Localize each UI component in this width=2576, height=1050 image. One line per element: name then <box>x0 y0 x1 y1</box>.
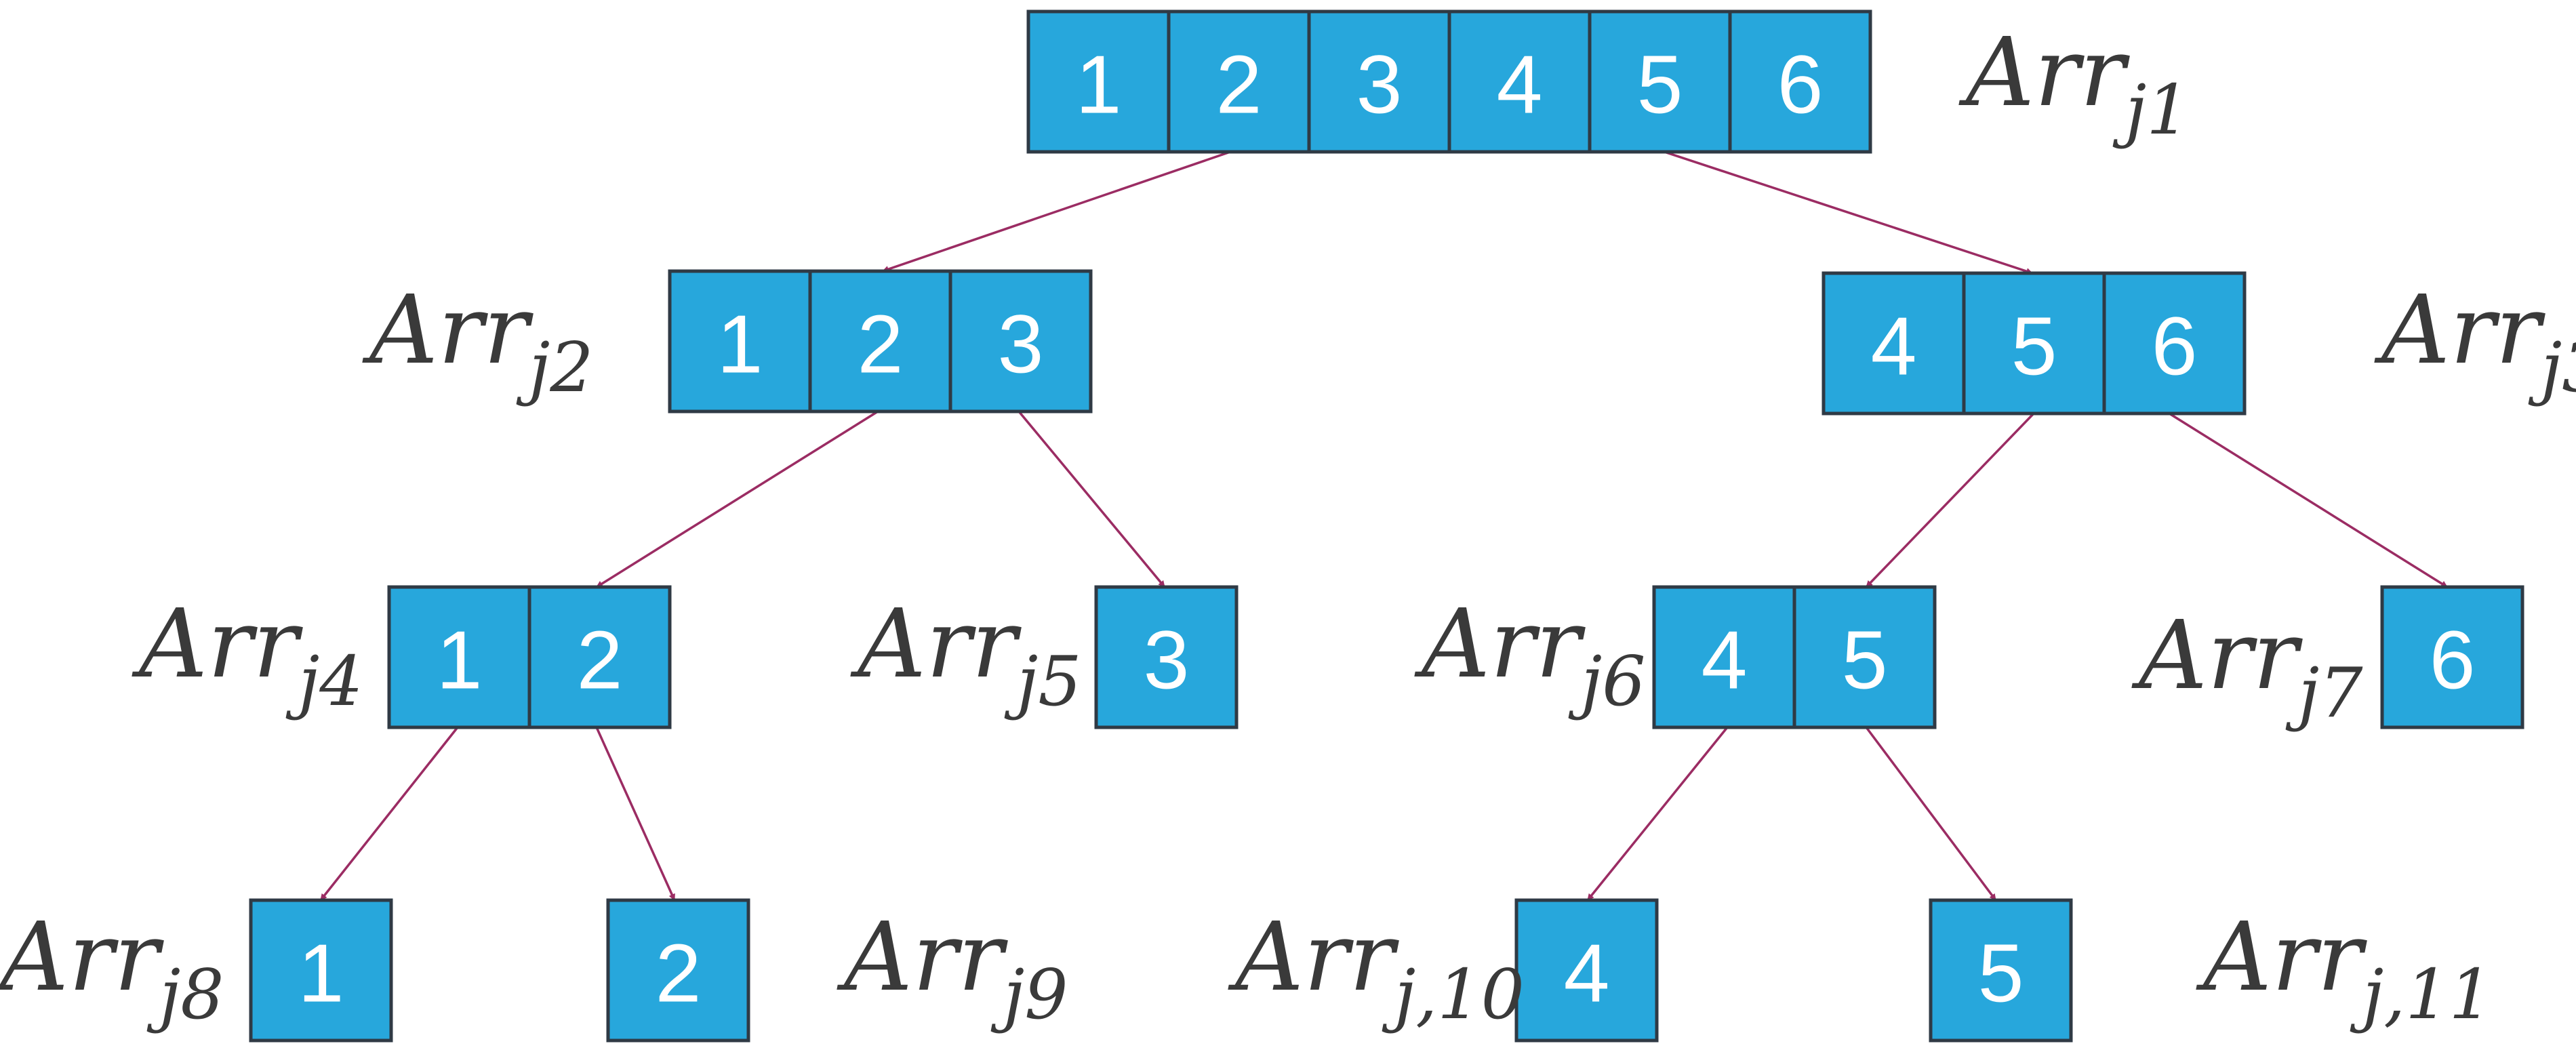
array-label-subscript: j7 <box>2285 653 2363 733</box>
array-cell-value: 3 <box>998 298 1044 390</box>
array-cell <box>387 585 531 729</box>
array-label-j7: Arrj7 <box>2131 601 2363 733</box>
array-node-j1: 1 2 3 4 5 6 <box>1026 9 1872 154</box>
array-label-subscript: j5 <box>1004 641 1082 721</box>
array-cell-value: 6 <box>2152 300 2198 392</box>
array-cell <box>1652 585 1796 729</box>
array-label-base: Arr <box>850 589 1022 700</box>
array-cell-value: 2 <box>577 614 623 706</box>
array-cell <box>2380 585 2524 729</box>
array-label-j1: Arrj1 <box>1958 18 2190 150</box>
array-label-j5: Arrj5 <box>850 589 1082 721</box>
array-cell-value: 6 <box>2430 614 2476 706</box>
array-cell-value: 5 <box>1637 39 1683 131</box>
array-cell <box>1514 898 1659 1043</box>
array-cell <box>1094 585 1239 729</box>
array-node-j3: 4 5 6 <box>1822 271 2247 416</box>
array-label-base: Arr <box>2131 601 2303 711</box>
edge-arrow-j1-to-j3 <box>1664 150 2033 275</box>
array-label-subscript: j4 <box>285 641 363 721</box>
array-label-base: Arr <box>132 589 303 700</box>
array-cell <box>1728 9 1872 154</box>
edge-arrow-j2-to-j4 <box>596 410 879 588</box>
array-cell <box>249 898 393 1043</box>
array-label-base: Arr <box>837 902 1008 1013</box>
array-node-j7: 6 <box>2380 585 2524 729</box>
array-cell-value: 3 <box>1144 614 1190 706</box>
array-label-base: Arr <box>0 902 164 1013</box>
array-node-j9: 2 <box>606 898 750 1043</box>
array-label-base: Arr <box>2374 275 2545 386</box>
array-cell <box>948 269 1093 413</box>
array-cell-value: 2 <box>1216 39 1262 131</box>
array-cell-value: 5 <box>1978 927 2024 1019</box>
array-label-j11: Arrj,11 <box>2196 902 2493 1034</box>
array-label-base: Arr <box>1958 18 2130 128</box>
array-cell <box>1026 9 1171 154</box>
array-cell-value: 5 <box>1842 614 1888 706</box>
edge-arrow-j3-to-j6 <box>1865 412 2035 588</box>
array-label-j6: Arrj6 <box>1414 589 1646 721</box>
array-label-subscript: j1 <box>2112 70 2190 150</box>
array-label-subscript: j2 <box>516 327 594 407</box>
edge-arrow-j2-to-j5 <box>1018 410 1166 588</box>
array-label-j3: Arrj3 <box>2374 275 2576 407</box>
labels-layer: Arrj1Arrj2Arrj3Arrj4Arrj5Arrj6Arrj7Arrj8… <box>0 18 2576 1034</box>
edge-arrow-j3-to-j7 <box>2169 412 2448 588</box>
array-node-j2: 1 2 3 <box>668 269 1093 413</box>
array-cell-value: 1 <box>1076 39 1122 131</box>
array-cell-value: 4 <box>1702 614 1748 706</box>
array-cell <box>1929 898 2073 1043</box>
array-cell <box>1167 9 1311 154</box>
array-label-j2: Arrj2 <box>362 275 594 407</box>
array-cell-value: 2 <box>858 298 904 390</box>
edge-arrow-j1-to-j2 <box>882 150 1231 272</box>
array-cell <box>2102 271 2247 416</box>
array-label-base: Arr <box>1228 902 1399 1013</box>
array-cell-value: 1 <box>298 927 344 1019</box>
array-cell-value: 6 <box>1777 39 1824 131</box>
array-label-j8: Arrj8 <box>0 902 224 1034</box>
array-label-j10: Arrj,10 <box>1228 902 1525 1034</box>
array-node-j11: 5 <box>1929 898 2073 1043</box>
array-node-j10: 4 <box>1514 898 1659 1043</box>
edge-arrow-j4-to-j8 <box>319 726 459 902</box>
array-cell <box>668 269 812 413</box>
array-cell-value: 5 <box>2011 300 2057 392</box>
edge-arrow-j6-to-j11 <box>1865 726 1997 902</box>
edge-arrow-j6-to-j10 <box>1586 726 1729 902</box>
array-cell <box>808 269 952 413</box>
array-cell-value: 2 <box>656 927 702 1019</box>
array-label-subscript: j,11 <box>2350 954 2493 1034</box>
array-label-j4: Arrj4 <box>132 589 363 721</box>
array-cell <box>1588 9 1732 154</box>
edges-layer <box>319 150 2448 902</box>
array-label-subscript: j,10 <box>1382 954 1525 1034</box>
array-label-base: Arr <box>1414 589 1586 700</box>
array-cell <box>527 585 672 729</box>
array-label-j9: Arrj9 <box>837 902 1068 1034</box>
array-node-j8: 1 <box>249 898 393 1043</box>
array-node-j5: 3 <box>1094 585 1239 729</box>
array-label-subscript: j9 <box>990 954 1068 1034</box>
array-cell-value: 4 <box>1871 300 1917 392</box>
array-cell-value: 1 <box>717 298 763 390</box>
array-label-base: Arr <box>2196 902 2367 1013</box>
array-cell-value: 4 <box>1564 927 1610 1019</box>
array-cell <box>1792 585 1937 729</box>
array-cell-value: 3 <box>1356 39 1403 131</box>
array-label-subscript: j8 <box>146 954 224 1034</box>
array-cell-value: 4 <box>1497 39 1543 131</box>
array-cell <box>606 898 750 1043</box>
array-label-subscript: j6 <box>1568 641 1646 721</box>
array-cell-value: 1 <box>437 614 483 706</box>
array-cell <box>1822 271 1966 416</box>
array-cell <box>1307 9 1451 154</box>
edge-arrow-j4-to-j9 <box>595 727 676 901</box>
array-label-base: Arr <box>362 275 534 386</box>
